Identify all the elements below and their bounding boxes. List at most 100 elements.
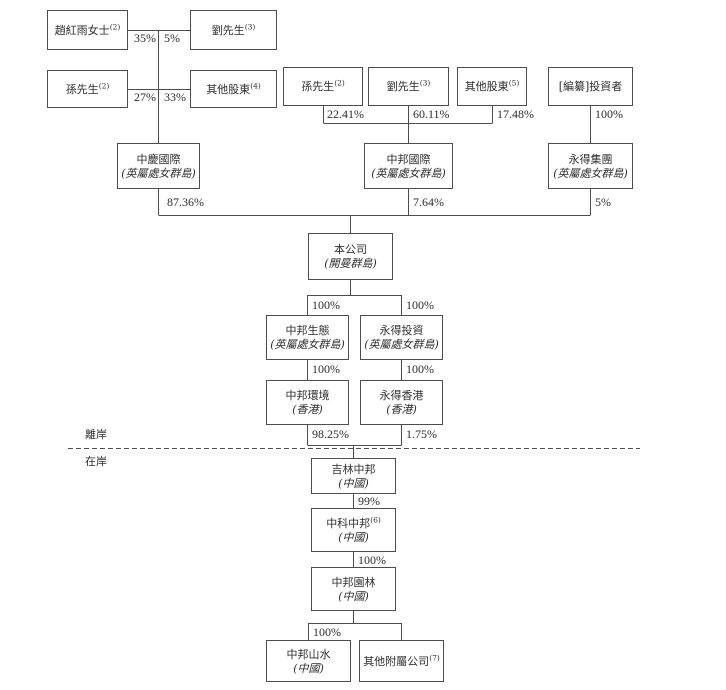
pct-liu-top: 5% (164, 31, 180, 45)
pct-zb-env: 100% (312, 362, 340, 376)
pct-jilin-right: 1.75% (406, 427, 437, 441)
footnote-ref: (2) (334, 78, 345, 88)
node-zhao-hongyu: 趙紅雨女士(2) (47, 10, 128, 50)
node-zhongbang-ecology: 中邦生態 (英屬處女群島) (266, 315, 349, 360)
node-name-text: 趙紅雨女士 (54, 23, 110, 37)
node-the-company: 本公司 (開曼群島) (308, 233, 393, 280)
node-jurisdiction: (中國) (338, 589, 369, 603)
footnote-ref: (4) (250, 80, 261, 90)
node-mr-liu-top: 劉先生(3) (190, 10, 277, 50)
pct-zb-intl: 7.64% (413, 195, 444, 209)
footnote-ref: (2) (109, 21, 121, 31)
node-name-text: 劉先生 (386, 80, 420, 93)
node-label: 趙紅雨女士(2) (55, 23, 121, 38)
node-yongde-group: 永得集團 (英屬處女群島) (548, 143, 633, 189)
node-label: 中邦環境 (286, 388, 330, 403)
pct-garden: 100% (358, 553, 386, 567)
node-name-text: 其他附屬公司 (363, 654, 430, 668)
node-zhongbang-international: 中邦國際 (英屬處女群島) (364, 143, 453, 189)
node-label: 其他股東(4) (206, 82, 261, 97)
node-mr-sun-right: 孫先生(2) (283, 67, 363, 106)
footnote-ref: (5) (508, 78, 520, 88)
footnote-ref: (3) (244, 21, 256, 31)
node-name-text: 永得投資 (379, 324, 424, 337)
pct-yd-inv: 100% (406, 298, 434, 312)
node-jurisdiction: (英屬處女群島) (121, 166, 196, 180)
node-name-text: 永得香港 (379, 389, 424, 402)
node-jurisdiction: (開曼群島) (324, 257, 377, 270)
pct-yd-group: 5% (595, 195, 611, 209)
node-label: 劉先生(3) (387, 79, 431, 94)
node-label: 永得香港 (380, 388, 424, 403)
node-label: 孫先生(2) (301, 79, 345, 94)
node-label: 其他附屬公司(7) (363, 654, 440, 669)
node-name-text: 中邦國際 (386, 152, 431, 166)
node-zhongke-zhongbang: 中科中邦(6) (中國) (311, 508, 396, 552)
node-jurisdiction: (中國) (293, 661, 324, 675)
node-other-shareholders-left: 其他股東(4) (190, 70, 277, 108)
pct-zhongke: 99% (358, 494, 380, 508)
node-label: 本公司 (334, 242, 367, 257)
pct-zb-eco: 100% (312, 298, 340, 312)
node-label: 其他股東(5) (465, 79, 520, 94)
node-name-text: 中科中邦 (326, 516, 371, 530)
node-jurisdiction: (香港) (386, 403, 417, 416)
pct-sun-right: 22.41% (327, 107, 364, 121)
node-name-text: 中慶國際 (136, 152, 181, 166)
node-zhongqing-international: 中慶國際 (英屬處女群島) (117, 143, 200, 189)
footnote-ref: (6) (370, 514, 381, 524)
node-label: 中科中邦(6) (326, 516, 381, 531)
node-zhongbang-environment: 中邦環境 (香港) (266, 380, 349, 425)
node-name-text: 中邦生態 (285, 324, 330, 337)
node-name-text: 孫先生 (301, 80, 335, 93)
node-name-text: 中邦山水 (286, 647, 331, 661)
pct-yd-hk: 100% (406, 362, 434, 376)
pct-investors: 100% (595, 107, 623, 121)
footnote-ref: (7) (429, 652, 440, 662)
pct-jilin-left: 98.25% (312, 427, 349, 441)
node-label: [編纂]投資者 (559, 79, 623, 94)
pct-liu-right: 60.11% (413, 107, 450, 121)
node-label: 中邦生態 (286, 323, 330, 338)
offshore-label: 離岸 (85, 428, 107, 441)
node-label: 永得投資 (380, 323, 424, 338)
onshore-label: 在岸 (85, 455, 107, 468)
node-name-text: 中邦園林 (331, 575, 376, 589)
pct-other-left: 33% (164, 90, 186, 104)
pct-zhao: 35% (134, 31, 156, 45)
node-jurisdiction: (中國) (338, 476, 369, 490)
node-redacted-investors: [編纂]投資者 (548, 67, 633, 106)
node-label: 中邦園林 (332, 575, 376, 590)
node-name-text: 其他股東 (206, 82, 251, 96)
footnote-ref: (2) (98, 80, 110, 90)
node-label: 中慶國際 (137, 152, 181, 167)
node-yongde-investment: 永得投資 (英屬處女群島) (360, 315, 443, 360)
node-jurisdiction: (英屬處女群島) (371, 166, 446, 180)
node-mr-sun-left: 孫先生(2) (47, 70, 128, 108)
node-mr-liu-right: 劉先生(3) (368, 67, 449, 106)
node-label: 劉先生(3) (212, 23, 256, 38)
node-jurisdiction: (英屬處女群島) (270, 338, 345, 351)
node-yongde-hongkong: 永得香港 (香港) (360, 380, 443, 425)
node-name-text: 本公司 (334, 243, 367, 256)
node-zhongbang-shanshui: 中邦山水 (中國) (266, 640, 351, 682)
node-label: 吉林中邦 (332, 462, 376, 477)
node-other-subsidiaries: 其他附屬公司(7) (359, 640, 444, 682)
node-jurisdiction: (英屬處女群島) (364, 338, 439, 351)
pct-zhongqing: 87.36% (167, 195, 204, 209)
pct-shanshui: 100% (313, 625, 341, 639)
pct-sun-left: 27% (134, 90, 156, 104)
node-zhongbang-garden: 中邦園林 (中國) (311, 567, 396, 611)
node-name-text: 其他股東 (464, 80, 509, 93)
node-label: 永得集團 (569, 152, 613, 167)
node-name-text: [編纂]投資者 (558, 80, 623, 93)
node-name-text: 中邦環境 (285, 389, 330, 402)
footnote-ref: (3) (419, 78, 431, 88)
node-name-text: 劉先生 (211, 23, 245, 37)
node-label: 中邦山水 (287, 647, 331, 662)
node-label: 中邦國際 (387, 152, 431, 167)
node-label: 孫先生(2) (66, 82, 110, 97)
node-name-text: 孫先生 (65, 82, 99, 96)
